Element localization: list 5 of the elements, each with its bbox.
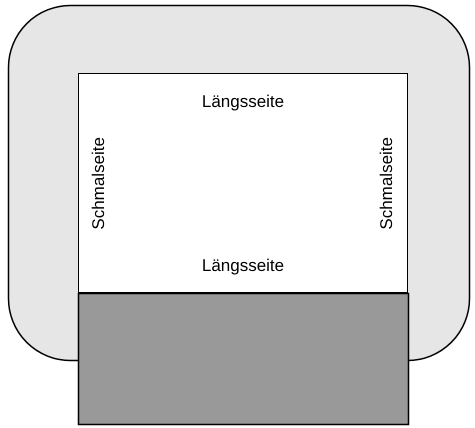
side-label: Schmalseite (377, 136, 397, 230)
panel (78, 73, 408, 293)
side-label: Längsseite (202, 256, 284, 276)
side-label: Schmalseite (89, 136, 109, 230)
side-label: Längsseite (202, 92, 284, 112)
